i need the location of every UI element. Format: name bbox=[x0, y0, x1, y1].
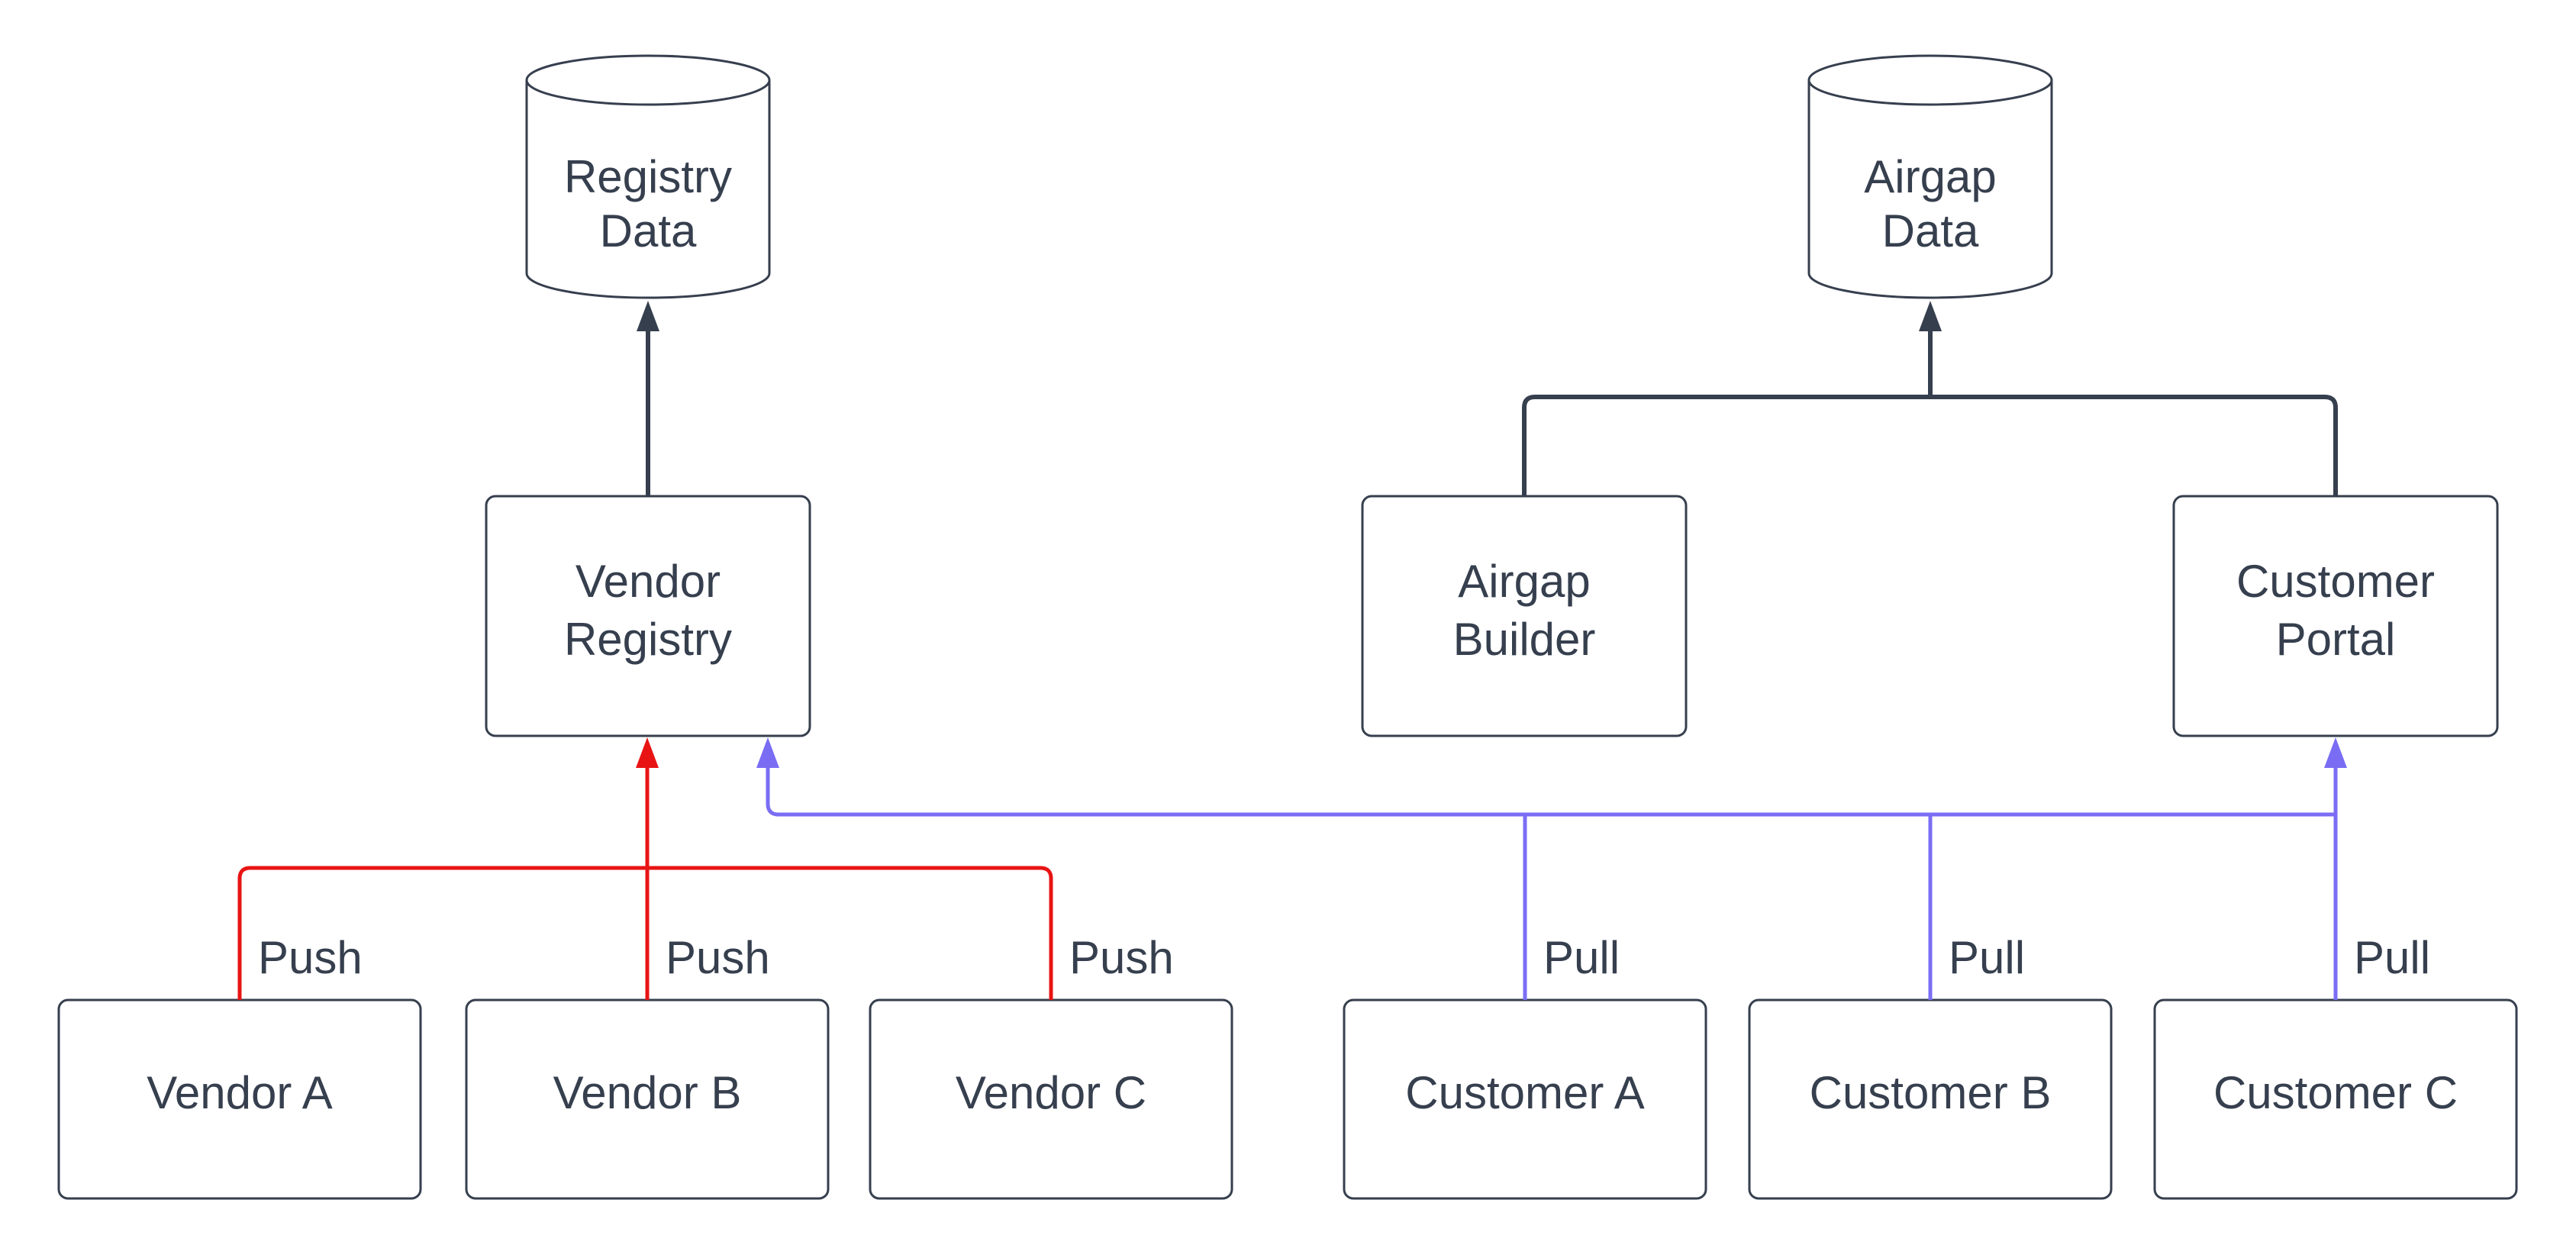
edge-merge-to-airgap-data bbox=[1919, 301, 1942, 399]
arrowhead-up-icon bbox=[2324, 737, 2347, 768]
arrowhead-up-icon bbox=[756, 737, 779, 768]
cylinder-shape bbox=[1807, 54, 2053, 299]
push-label-vendor-a: Push bbox=[258, 932, 363, 983]
node-vendor-c: Vendor C bbox=[869, 998, 1233, 1200]
airgap-data-label-line1: Airgap bbox=[1864, 151, 1996, 202]
airgap-builder-label-line2: Builder bbox=[1453, 614, 1596, 665]
node-customer-portal: Customer Portal bbox=[2172, 495, 2499, 737]
cylinder-rim bbox=[1807, 79, 2053, 106]
registry-data-label-line1: Registry bbox=[564, 151, 732, 202]
customer-c-label: Customer C bbox=[2213, 1067, 2458, 1118]
node-airgap-builder: Airgap Builder bbox=[1361, 495, 1688, 737]
vendor-registry-label-line1: Vendor bbox=[575, 556, 721, 607]
customer-b-label: Customer B bbox=[1810, 1067, 2052, 1118]
arrowhead-up-icon bbox=[637, 301, 659, 331]
pull-label-customer-b: Pull bbox=[1949, 932, 2025, 983]
push-label-vendor-c: Push bbox=[1069, 932, 1174, 983]
node-customer-c: Customer C bbox=[2153, 998, 2518, 1200]
node-airgap-data: Airgap Data bbox=[1807, 54, 2053, 299]
node-customer-b: Customer B bbox=[1748, 998, 2113, 1200]
node-vendor-registry: Vendor Registry bbox=[485, 495, 811, 737]
vendor-b-label: Vendor B bbox=[553, 1067, 742, 1118]
airgap-data-label-line2: Data bbox=[1882, 205, 1979, 256]
node-registry-data: Registry Data bbox=[525, 54, 771, 299]
pull-label-customer-c: Pull bbox=[2354, 932, 2430, 983]
push-label-vendor-b: Push bbox=[666, 932, 770, 983]
registry-data-label-line2: Data bbox=[600, 205, 697, 256]
pull-label-customer-a: Pull bbox=[1543, 932, 1620, 983]
vendor-a-label: Vendor A bbox=[147, 1067, 333, 1118]
edge-vendor-registry-to-registry-data bbox=[637, 301, 659, 496]
airgap-builder-label-line1: Airgap bbox=[1458, 556, 1590, 607]
vendor-c-label: Vendor C bbox=[956, 1067, 1146, 1118]
edge-line bbox=[1522, 395, 1930, 496]
customer-portal-label-line2: Portal bbox=[2276, 614, 2396, 665]
node-customer-a: Customer A bbox=[1343, 998, 1707, 1200]
arrowhead-up-icon bbox=[636, 737, 659, 768]
edge-push-bus bbox=[237, 737, 1053, 1000]
edge-pull-bus bbox=[756, 737, 2347, 1000]
customer-portal-label-line1: Customer bbox=[2236, 556, 2435, 607]
customer-a-label: Customer A bbox=[1405, 1067, 1644, 1118]
edge-customer-portal-to-airgap-data bbox=[1930, 395, 2338, 496]
edge-line bbox=[1930, 395, 2338, 496]
node-vendor-a: Vendor A bbox=[57, 998, 422, 1200]
cylinder-rim bbox=[525, 79, 771, 106]
vendor-registry-label-line2: Registry bbox=[564, 614, 732, 665]
cylinder-shape bbox=[525, 54, 771, 299]
edge-airgap-builder-to-airgap-data bbox=[1522, 395, 1930, 496]
pull-bus-line bbox=[766, 766, 2336, 817]
arrowhead-up-icon bbox=[1919, 301, 1942, 331]
node-vendor-b: Vendor B bbox=[465, 998, 830, 1200]
